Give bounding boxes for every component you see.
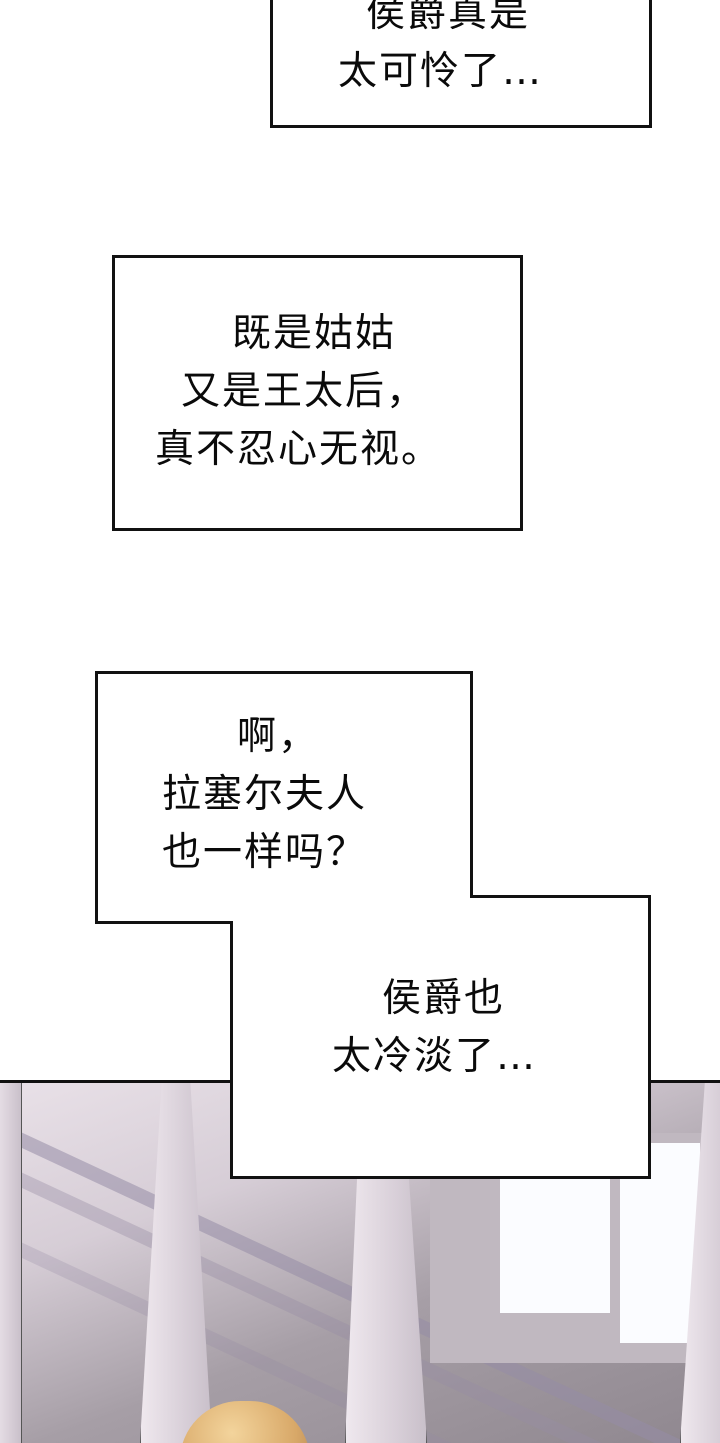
speech-line: 太冷淡了… [332,1034,538,1079]
speech-line: 既是姑姑 [232,311,397,356]
speech-text-1: 侯爵真是 太可怜了… [338,0,543,101]
speech-line: 太可怜了… [338,49,544,94]
speech-line: 啊， [237,714,320,759]
speech-box-1 [270,0,652,128]
speech-box-2 [112,255,523,531]
curtain [140,1083,212,1443]
speech-text-3: 啊， 拉塞尔夫人 也一样吗？ [162,708,367,882]
speech-line: 又是王太后， [181,369,428,414]
speech-line: 真不忍心无视。 [155,427,443,472]
speech-line: 也一样吗？ [162,830,368,875]
speech-text-4: 侯爵也 太冷淡了… [332,970,537,1086]
bubble-merge-mask [233,895,470,927]
curtain [0,1083,22,1443]
speech-box-3 [95,671,473,924]
speech-line: 侯爵也 [382,976,506,1021]
scene-illustration [0,1080,720,1443]
speech-line: 拉塞尔夫人 [162,772,368,817]
speech-text-2: 既是姑姑 又是王太后， 真不忍心无视。 [155,305,442,479]
speech-box-4 [230,895,651,1179]
speech-line: 侯爵真是 [366,0,531,36]
bubble-merge-mask [98,895,238,921]
